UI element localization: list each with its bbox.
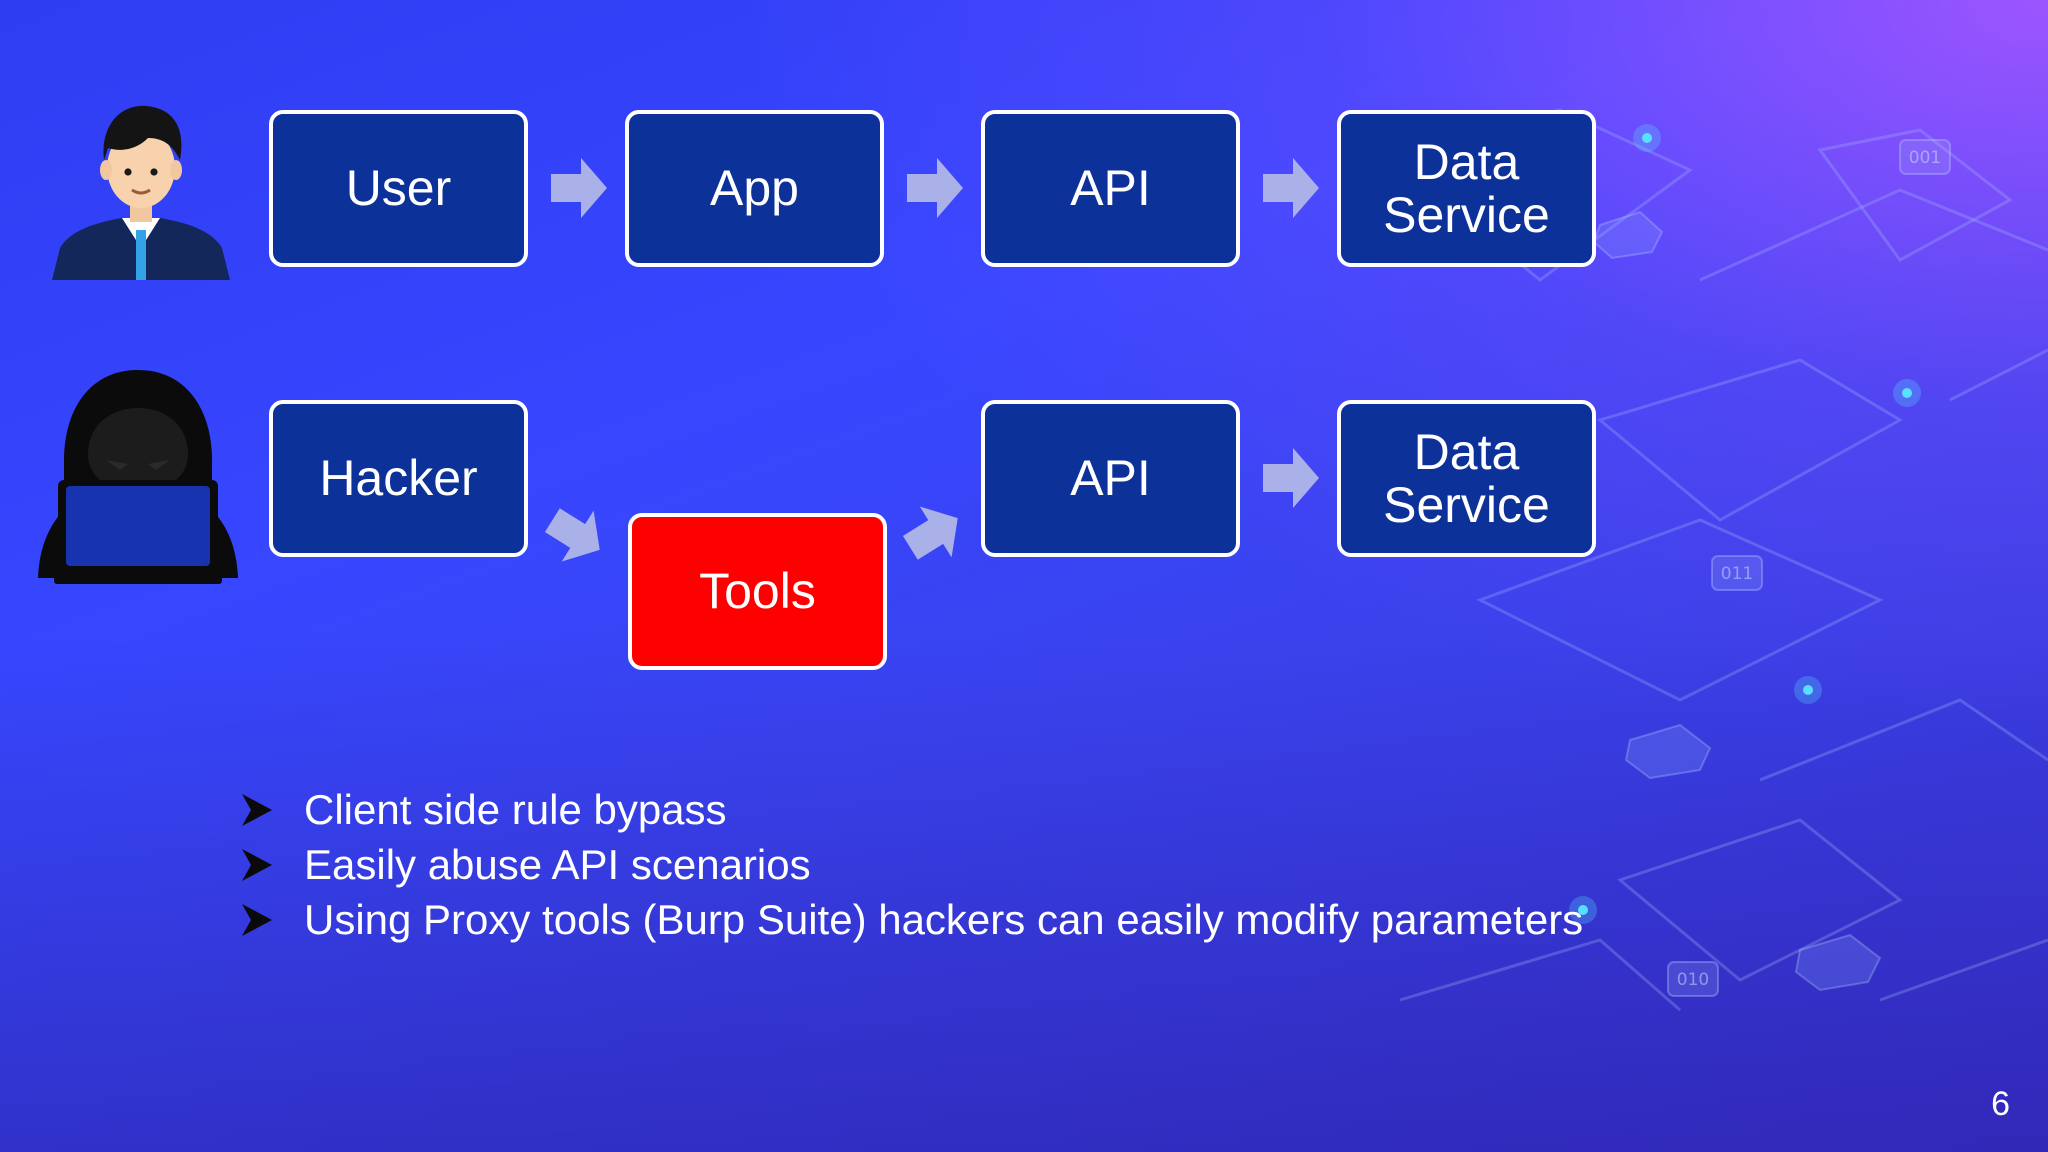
bg-tag-001: 001 [1909,148,1941,168]
bg-tag-010: 010 [1677,970,1709,990]
app-box: App [625,110,884,267]
bullet-text: Easily abuse API scenarios [304,840,811,888]
arrow-tools-to-api [902,506,958,560]
hacker-box: Hacker [269,400,528,557]
bullet-list: Client side rule bypass Easily abuse API… [240,782,1583,947]
tools-box: Tools [628,513,887,670]
api-box-row1: API [981,110,1240,267]
page-number: 6 [1991,1085,2010,1123]
data-service-box-row2: Data Service [1337,400,1596,557]
bullet-item: Client side rule bypass [240,782,1583,837]
bullet-text: Using Proxy tools (Burp Suite) hackers c… [304,895,1584,943]
bullet-text: Client side rule bypass [304,785,727,833]
data-service-box-row1: Data Service [1337,110,1596,267]
bullet-item: Easily abuse API scenarios [240,837,1583,892]
arrow-user-to-app [551,158,607,218]
bullet-item: Using Proxy tools (Burp Suite) hackers c… [240,892,1583,947]
businessman-icon [52,105,230,280]
arrow-app-to-api [907,158,963,218]
bg-tag-011: 011 [1721,564,1753,584]
arrowhead-bullet-icon [242,903,272,936]
hooded-hacker-laptop-icon [38,370,238,584]
arrow-api-to-data-service-row1 [1263,158,1319,218]
arrowhead-bullet-icon [242,848,272,881]
api-box-row2: API [981,400,1240,557]
arrow-hacker-to-tools [544,508,600,562]
arrowhead-bullet-icon [242,793,272,826]
arrow-api-to-data-service-row2 [1263,448,1319,508]
user-box: User [269,110,528,267]
